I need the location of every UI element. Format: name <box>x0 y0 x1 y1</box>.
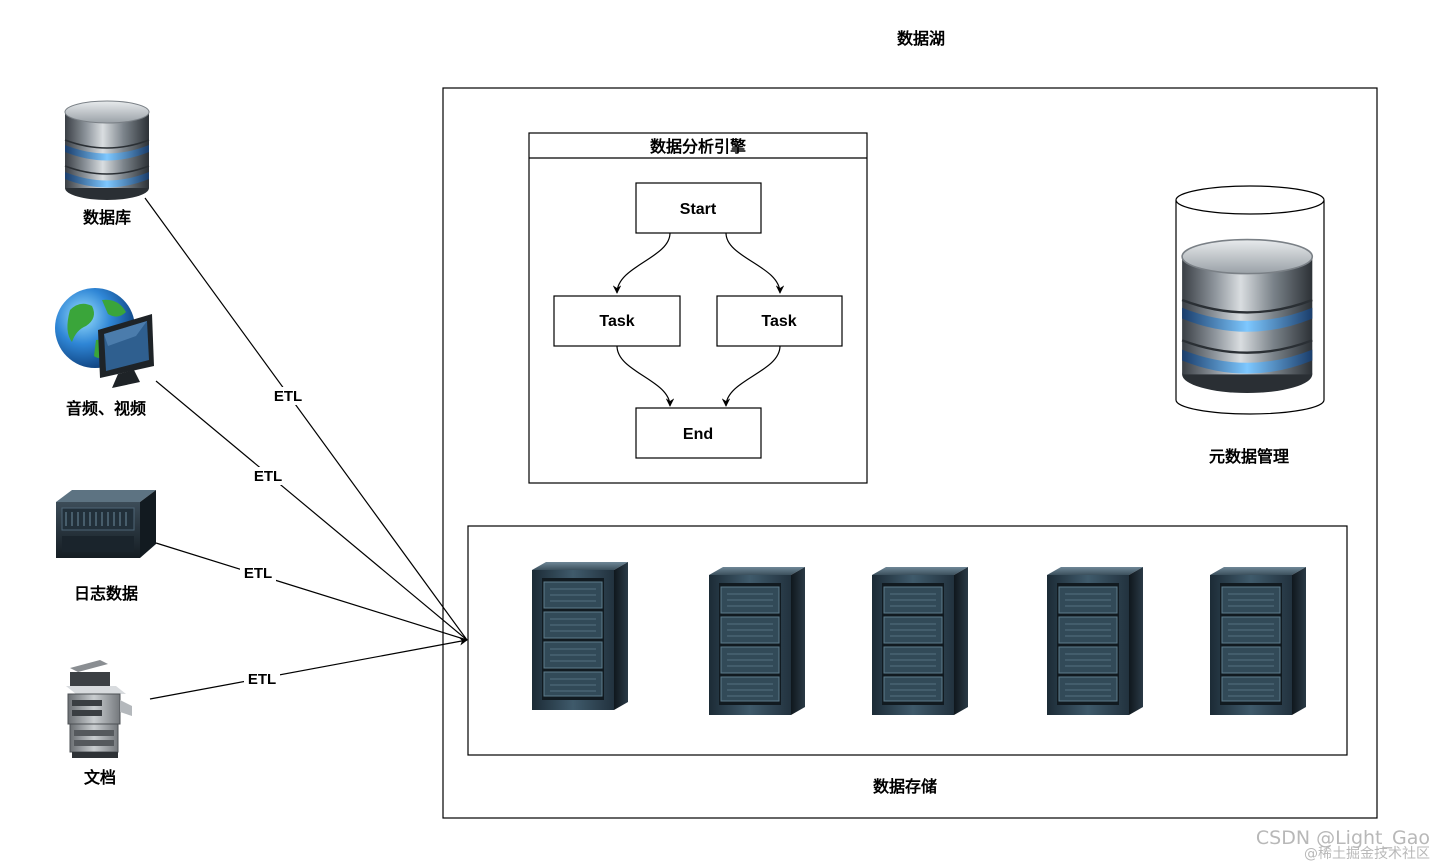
etl-connectors <box>144 197 468 700</box>
etl-label-logs-group: ETL <box>240 564 276 582</box>
server-rack-icon <box>531 561 629 711</box>
etl-line-database <box>144 197 468 641</box>
flow-node-task-left: Task <box>553 295 681 347</box>
flow-node-task-left-label: Task <box>599 313 634 330</box>
server-rack-icon <box>1046 566 1144 716</box>
copier-icon <box>66 660 132 758</box>
diagram-title: 数据湖 <box>897 29 945 48</box>
etl-line-logs <box>155 542 468 641</box>
etl-label-logs: ETL <box>244 565 272 582</box>
metadata-label: 元数据管理 <box>1209 447 1289 466</box>
data-lake-container <box>442 87 1378 819</box>
server-rack-icon <box>708 566 806 716</box>
analysis-engine-title: 数据分析引擎 <box>650 137 747 156</box>
flow-node-start: Start <box>635 182 762 234</box>
source-label-documents: 文档 <box>84 768 116 787</box>
etl-line-documents <box>149 637 468 700</box>
database-cylinder-icon <box>1175 185 1325 415</box>
data-storage-label: 数据存储 <box>873 777 937 796</box>
watermark-juejin: @稀土掘金技术社区 <box>1304 846 1430 862</box>
database-icon <box>64 100 150 201</box>
flow-node-end-label: End <box>683 426 713 443</box>
etl-label-documents-group: ETL <box>244 670 280 688</box>
server-chassis-icon <box>56 490 156 558</box>
flow-node-task-right-label: Task <box>761 313 796 330</box>
flow-edges <box>612 232 785 407</box>
etl-label-documents: ETL <box>248 671 276 688</box>
server-rack-icon <box>1209 566 1307 716</box>
globe-monitor-icon <box>55 288 154 388</box>
etl-label-media-group: ETL <box>250 467 286 485</box>
server-rack-icon <box>871 566 969 716</box>
flow-node-start-label: Start <box>680 201 717 218</box>
watermark-csdn: CSDN @Light_Gao <box>1256 827 1430 849</box>
etl-line-media <box>155 380 468 641</box>
etl-label-database: ETL <box>274 388 302 405</box>
etl-label-database-group: ETL <box>270 387 306 405</box>
source-label-logs: 日志数据 <box>74 584 138 603</box>
source-label-media: 音频、视频 <box>66 399 146 418</box>
flow-node-task-right: Task <box>716 295 843 347</box>
source-label-database: 数据库 <box>83 208 131 227</box>
flow-node-end: End <box>635 407 762 459</box>
etl-label-media: ETL <box>254 468 282 485</box>
